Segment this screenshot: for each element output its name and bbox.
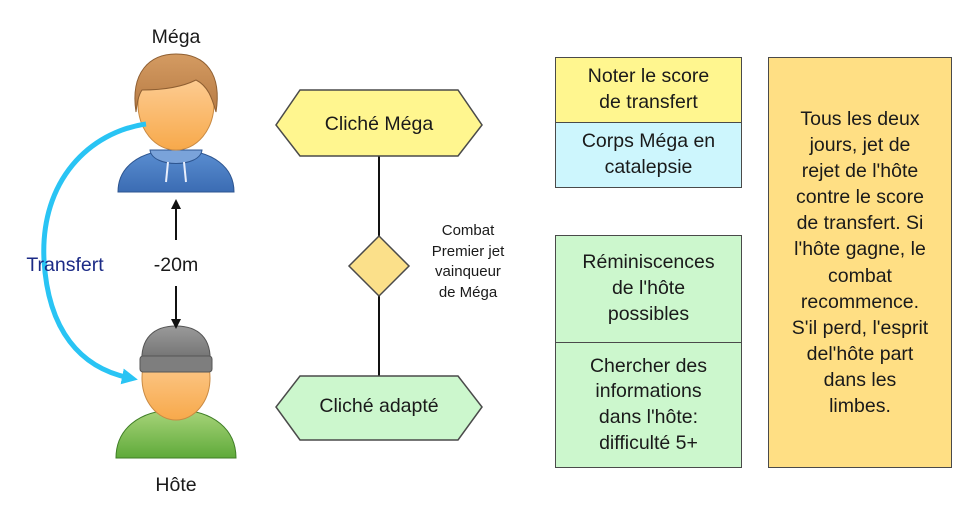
start-label: Cliché Méga <box>324 113 434 135</box>
reminiscences-text: Réminiscences de l'hôte possibles <box>582 251 715 325</box>
note-text: Tous les deux jours, jet de rejet de l'h… <box>791 107 929 418</box>
start-shape <box>275 89 483 157</box>
transfer-label: Transfert <box>26 254 104 276</box>
corps-box: Corps Méga en catalepsie <box>555 122 742 188</box>
transfer-arrow <box>41 121 147 385</box>
hote-person-icon <box>115 325 237 459</box>
distance-label: -20m <box>136 254 216 277</box>
decision-label: Combat Premier jet vainqueur de Méga <box>431 222 505 301</box>
note-box: Tous les deux jours, jet de rejet de l'h… <box>768 57 952 468</box>
mega-person-icon <box>117 53 235 193</box>
hote-label: Hôte <box>155 474 197 496</box>
reminiscences-box: Réminiscences de l'hôte possibles <box>555 235 742 343</box>
chercher-box: Chercher des informations dans l'hôte: d… <box>555 342 742 468</box>
score-text: Noter le score de transfert <box>587 65 710 113</box>
mega-label: Méga <box>151 26 201 48</box>
end-label: Cliché adapté <box>319 395 439 417</box>
chercher-text: Chercher des informations dans l'hôte: d… <box>589 354 708 454</box>
end-shape <box>275 375 483 441</box>
decision-diamond <box>347 234 411 298</box>
corps-text: Corps Méga en catalepsie <box>581 130 716 178</box>
score-box: Noter le score de transfert <box>555 57 742 123</box>
